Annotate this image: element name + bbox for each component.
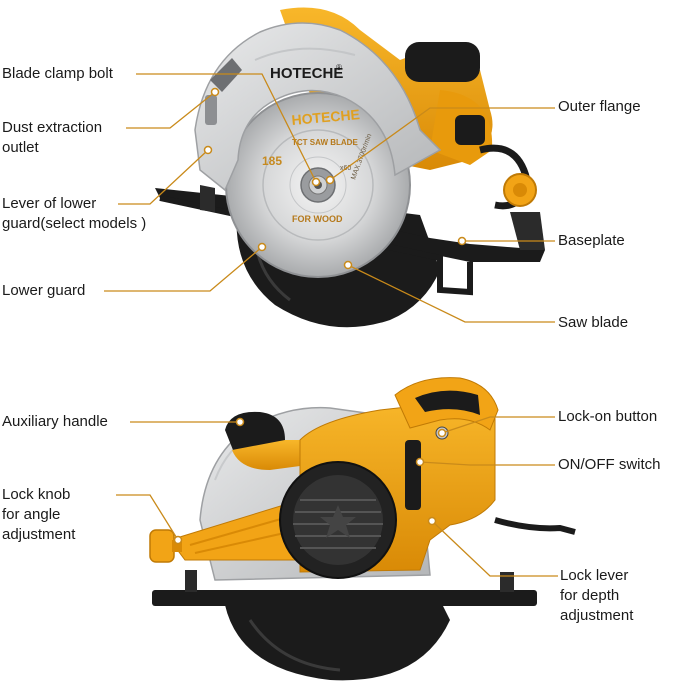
label-baseplate: Baseplate bbox=[558, 232, 625, 249]
label-lower-guard-lever-line1: Lever of lower bbox=[2, 195, 97, 212]
leader-blade-clamp-bolt bbox=[136, 73, 317, 183]
label-lower-guard-lever-line2: guard(select models ) bbox=[2, 215, 147, 232]
blade-brand-text: HOTECHE bbox=[291, 106, 361, 128]
label-dust-extraction-outlet: Dust extraction outlet bbox=[2, 118, 102, 158]
label-lock-lever: Lock lever for depth adjustment bbox=[560, 566, 633, 626]
leader-lock-on-button bbox=[441, 416, 555, 434]
leader-lower-guard bbox=[104, 246, 263, 292]
leader-lower-guard-lever bbox=[118, 149, 209, 205]
guard-brand-text: HOTECHE bbox=[270, 65, 343, 82]
leader-lock-lever bbox=[431, 520, 558, 577]
label-blade-clamp-bolt: Blade clamp bolt bbox=[2, 65, 113, 82]
blade-size-text: 185 bbox=[262, 154, 282, 168]
label-saw-blade: Saw blade bbox=[558, 314, 629, 331]
guard-registered-mark: ® bbox=[336, 63, 342, 72]
blade-use-text: FOR WOOD bbox=[292, 214, 343, 224]
label-lock-knob-line2: for angle bbox=[2, 506, 61, 523]
bottom-saw-body bbox=[149, 377, 576, 579]
label-outer-flange: Outer flange bbox=[558, 98, 641, 115]
leader-outer-flange bbox=[329, 107, 555, 181]
label-lower-guard-lever: Lever of lower guard(select models ) bbox=[2, 194, 146, 234]
label-auxiliary-handle: Auxiliary handle bbox=[2, 413, 108, 430]
label-dust-outlet-line1: Dust extraction bbox=[2, 119, 103, 136]
blade-type-text: TCT SAW BLADE bbox=[292, 138, 358, 147]
label-dust-outlet-line2: outlet bbox=[2, 139, 39, 156]
label-lock-lever-line3: adjustment bbox=[560, 607, 634, 624]
bottom-lower-guard bbox=[225, 598, 450, 681]
label-lock-on-button: Lock-on button bbox=[558, 408, 658, 425]
label-lock-knob-line3: adjustment bbox=[2, 526, 76, 543]
label-lower-guard: Lower guard bbox=[2, 282, 86, 299]
leader-dots bbox=[173, 87, 467, 545]
bottom-baseplate bbox=[152, 570, 537, 606]
label-lock-lever-line1: Lock lever bbox=[560, 567, 629, 584]
label-lock-knob-line1: Lock knob bbox=[2, 486, 71, 503]
leader-saw-blade bbox=[347, 264, 555, 323]
leader-dust-outlet bbox=[126, 91, 216, 129]
leader-on-off-switch bbox=[419, 461, 555, 466]
label-on-off-switch: ON/OFF switch bbox=[558, 456, 661, 473]
label-lock-knob: Lock knob for angle adjustment bbox=[2, 485, 75, 545]
leader-lock-knob bbox=[116, 494, 179, 541]
label-lock-lever-line2: for depth bbox=[560, 587, 620, 604]
leader-lines bbox=[104, 73, 558, 577]
